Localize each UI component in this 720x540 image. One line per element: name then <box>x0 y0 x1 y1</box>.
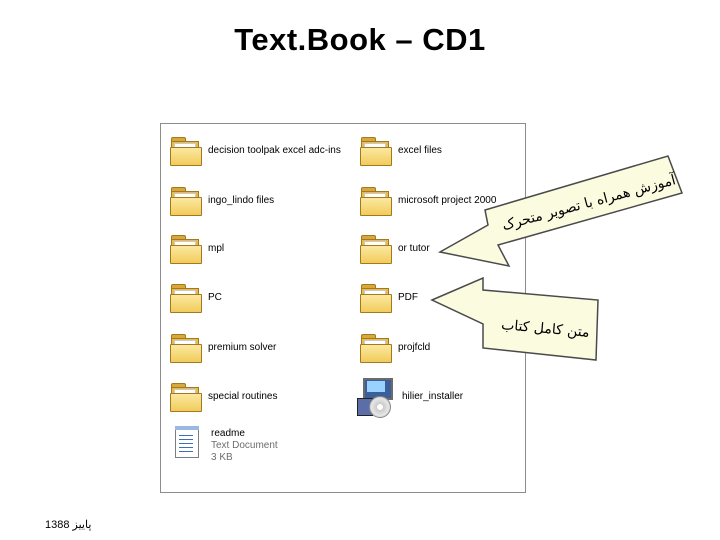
folder-or-tutor[interactable]: or tutor <box>359 232 430 264</box>
folder-icon <box>169 134 202 166</box>
folder-icon <box>169 184 202 216</box>
folder-lingo-lindo[interactable]: ingo_lindo files <box>169 184 274 216</box>
readme-details: readme Text Document 3 KB <box>211 428 278 464</box>
folder-label: decision toolpak excel adc-ins <box>208 144 341 156</box>
readme-size: 3 KB <box>211 452 233 463</box>
folder-icon <box>169 232 202 264</box>
file-hilier-installer[interactable]: hilier_installer <box>355 376 464 418</box>
folder-label: excel files <box>398 144 442 156</box>
folder-special-routines[interactable]: special routines <box>169 380 277 412</box>
readme-name: readme <box>211 428 245 439</box>
folder-label: projfcld <box>398 341 431 353</box>
installer-icon <box>355 376 395 418</box>
folder-microsoft-project[interactable]: microsoft project 2000 <box>359 184 496 216</box>
folder-pc[interactable]: PC <box>169 281 222 313</box>
folder-mpl[interactable]: mpl <box>169 232 224 264</box>
installer-label: hilier_installer <box>402 390 464 402</box>
text-document-icon <box>173 426 199 458</box>
folder-label: premium solver <box>208 341 277 353</box>
folder-label: special routines <box>208 390 278 402</box>
folder-label: ingo_lindo files <box>208 194 275 206</box>
folder-label: PC <box>208 291 222 303</box>
folder-label: or tutor <box>398 242 430 254</box>
footer-date: پاییز 1388 <box>45 519 92 531</box>
folder-icon <box>359 184 392 216</box>
callout-arrow-bottom <box>430 276 599 361</box>
folder-excel-files[interactable]: excel files <box>359 134 442 166</box>
folder-label: mpl <box>208 242 225 254</box>
folder-projfcld[interactable]: projfcld <box>359 331 430 363</box>
folder-decision-toolpak[interactable]: decision toolpak excel adc-ins <box>169 134 341 166</box>
folder-label: microsoft project 2000 <box>398 194 497 206</box>
folder-icon <box>169 380 202 412</box>
folder-icon <box>359 134 392 166</box>
readme-kind: Text Document <box>211 440 278 451</box>
folder-label: PDF <box>398 291 418 303</box>
file-readme[interactable] <box>173 426 199 458</box>
callout-arrow-top <box>437 155 683 268</box>
folder-icon <box>359 331 392 363</box>
folder-icon <box>359 232 392 264</box>
folder-icon <box>169 281 202 313</box>
folder-pdf[interactable]: PDF <box>359 281 418 313</box>
folder-premium-solver[interactable]: premium solver <box>169 331 276 363</box>
folder-icon <box>359 281 392 313</box>
folder-icon <box>169 331 202 363</box>
slide-title: Text.Book – CD1 <box>234 22 486 57</box>
callout-text-bottom: متن کامل کتاب <box>500 317 590 341</box>
